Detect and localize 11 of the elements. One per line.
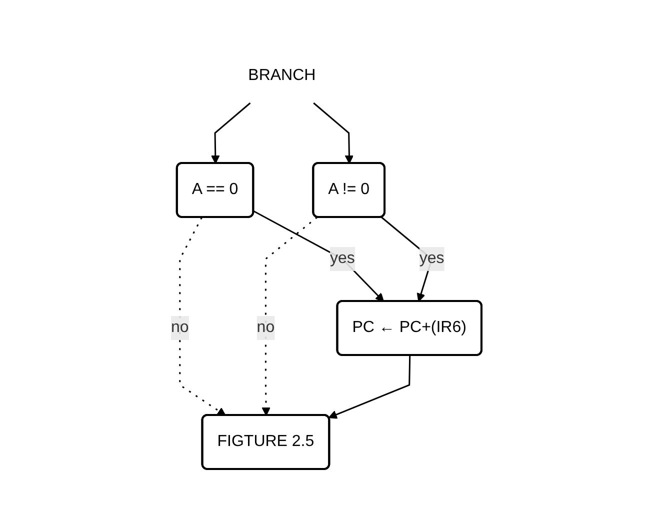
arrow xyxy=(253,210,384,302)
arrow xyxy=(312,102,354,164)
edge-label: yes xyxy=(330,250,355,267)
edge-label: no xyxy=(256,318,274,336)
edge-label: yes xyxy=(419,250,444,267)
node-text: BRANCH xyxy=(248,67,316,84)
arrow xyxy=(261,216,318,416)
arrow xyxy=(178,217,226,416)
edge-label: no xyxy=(170,318,189,336)
arrow xyxy=(210,102,250,164)
arrow xyxy=(328,355,410,419)
